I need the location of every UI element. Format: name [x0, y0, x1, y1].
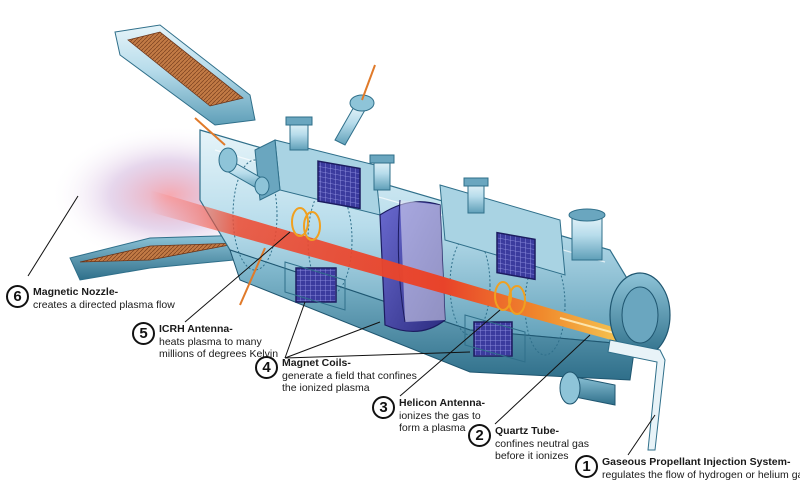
callout-number: 1 — [575, 455, 598, 478]
magnet-coils — [295, 160, 536, 357]
callout-desc-line: before it ionizes — [495, 450, 569, 462]
leader-lines — [27, 195, 656, 456]
propellant-injection-pipe — [607, 339, 666, 451]
coil-winding-icon — [496, 231, 536, 281]
callout-desc-line: creates a directed plasma flow — [33, 298, 175, 311]
callout-desc-line: form a plasma — [399, 422, 466, 434]
plasma-beam — [150, 190, 640, 348]
ports — [218, 64, 606, 261]
port-flange-icon — [571, 214, 603, 261]
callout-desc-line: generate a field that confines — [282, 369, 417, 382]
end-cap — [559, 272, 671, 406]
port-flange-icon — [373, 159, 391, 191]
callout-number: 6 — [6, 285, 29, 308]
helicon-antenna — [494, 281, 526, 315]
callout-title: Magnet Coils- — [282, 357, 351, 369]
port-flange-icon — [289, 121, 309, 151]
port-flange-icon — [467, 182, 485, 214]
callout-desc-line: the ionized plasma — [282, 382, 370, 394]
callout-title: Helicon Antenna- — [399, 397, 485, 409]
magnetic-nozzle — [69, 24, 256, 281]
coil-winding-icon — [473, 321, 513, 357]
callout-number: 4 — [255, 356, 278, 379]
callout-title: Magnetic Nozzle- — [33, 286, 119, 298]
coil-winding-icon — [317, 160, 361, 210]
callout-title: ICRH Antenna- — [159, 323, 233, 335]
lower-housing — [284, 261, 526, 363]
callout-desc-line: regulates the flow of hydrogen or helium… — [602, 468, 800, 481]
callout-title: Quartz Tube- — [495, 425, 559, 437]
callout-desc-line: heats plasma to many — [159, 335, 262, 348]
callout-desc-line: ionizes the gas to — [399, 409, 481, 422]
callout-number: 2 — [468, 424, 491, 447]
port-flange-icon — [218, 147, 238, 173]
antenna-rod-icon — [194, 117, 226, 146]
coil-winding-icon — [295, 267, 337, 303]
callout-number: 5 — [132, 322, 155, 345]
callout-desc-line: confines neutral gas — [495, 437, 589, 450]
callout-desc-line: millions of degrees Kelvin — [159, 348, 279, 360]
callout-number: 3 — [372, 396, 395, 419]
port-flange-icon — [349, 94, 375, 112]
callout-title: Gaseous Propellant Injection System- — [602, 456, 791, 468]
